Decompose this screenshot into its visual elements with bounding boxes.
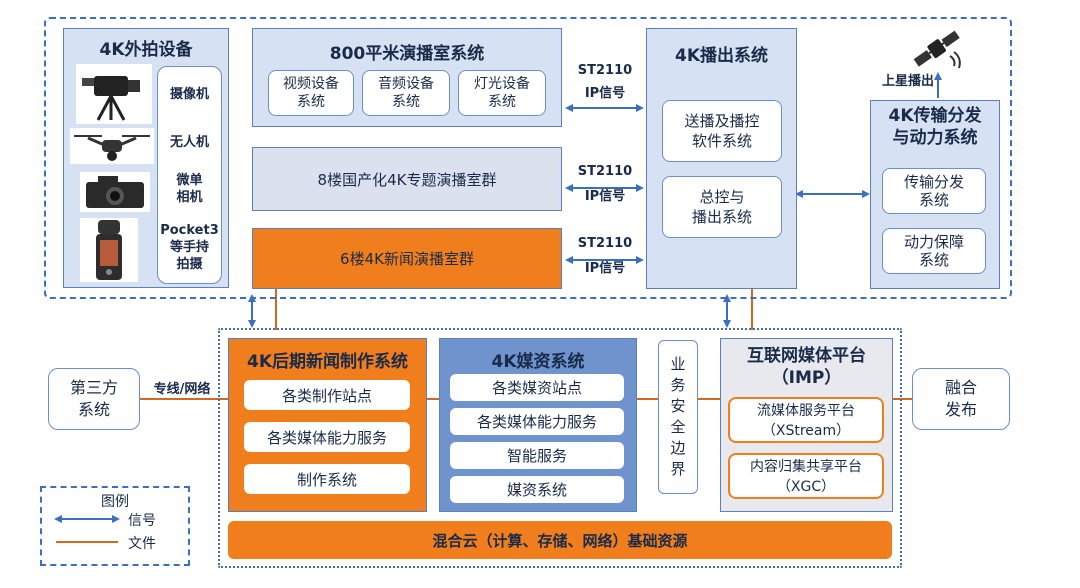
media-asset-title: 4K媒资系统 xyxy=(491,352,585,372)
post-item-production-system: 制作系统 xyxy=(244,464,410,494)
broadcast-master-control: 总控与 播出系统 xyxy=(662,176,782,238)
legend-box xyxy=(40,486,190,566)
studio-800-audio: 音频设备 系统 xyxy=(362,70,450,116)
signal-label-8f: ST2110 IP信号 xyxy=(577,164,633,204)
studio-6f-title: 6楼4K新闻演播室群 xyxy=(340,250,474,268)
post-item-capabilities: 各类媒体能力服务 xyxy=(244,422,410,452)
device-label-video-camera: 摄像机 xyxy=(169,87,209,102)
device-label-mirrorless: 微单 相机 xyxy=(176,173,203,205)
imp-xgc: 内容归集共享平台 （XGC） xyxy=(728,453,884,499)
broadcast-playout-software: 送播及播控 软件系统 xyxy=(662,100,782,162)
capture-title: 4K外拍设备 xyxy=(99,40,193,60)
converged-publish: 融合 发布 xyxy=(912,368,1010,430)
transmission-title: 4K传输分发 与动力系统 xyxy=(888,106,982,148)
transmission-power: 动力保障 系统 xyxy=(882,228,986,274)
device-label-handheld: Pocket3 等手持 拍摄 xyxy=(160,223,219,272)
transmission-distribution: 传输分发 系统 xyxy=(882,168,986,214)
signal-label-800: ST2110 IP信号 xyxy=(577,63,633,101)
studio-6f-panel: 6楼4K新闻演播室群 xyxy=(252,228,562,289)
imp-title: 互联网媒体平台 （IMP） xyxy=(747,346,866,388)
signal-label-6f: ST2110 IP信号 xyxy=(577,236,633,276)
satellite-label: 上星播出 xyxy=(881,74,934,89)
legend-file-label: 文件 xyxy=(128,536,156,552)
post-item-stations: 各类制作站点 xyxy=(244,380,410,410)
studio-8f-title: 8楼国产化4K专题演播室群 xyxy=(317,170,497,189)
third-party-system: 第三方 系统 xyxy=(48,368,140,430)
video-camera-icon xyxy=(76,64,152,124)
studio-800-title: 800平米演播室系统 xyxy=(329,44,485,64)
media-item-ai-service: 智能服务 xyxy=(450,442,624,469)
post-production-title: 4K后期新闻制作系统 xyxy=(246,352,408,372)
studio-800-lighting: 灯光设备 系统 xyxy=(458,70,546,116)
device-label-column xyxy=(157,66,222,284)
device-label-drone: 无人机 xyxy=(169,135,209,150)
drone-icon xyxy=(70,128,154,164)
broadcast-title: 4K播出系统 xyxy=(674,46,768,66)
mirrorless-camera-icon xyxy=(80,172,150,212)
satellite-icon xyxy=(910,28,964,70)
imp-xstream: 流媒体服务平台 （XStream） xyxy=(728,397,884,443)
studio-8f-panel: 8楼国产化4K专题演播室群 xyxy=(252,147,562,211)
security-boundary: 业 务 安 全 边 界 xyxy=(658,340,698,494)
bottom-region xyxy=(218,328,902,568)
legend-title: 图例 xyxy=(101,494,129,510)
media-item-stations: 各类媒资站点 xyxy=(450,374,624,401)
studio-800-video: 视频设备 系统 xyxy=(268,70,354,116)
third-party-link-label: 专线/网络 xyxy=(153,382,211,397)
handheld-gimbal-icon xyxy=(80,218,138,282)
media-item-asset-system: 媒资系统 xyxy=(450,476,624,503)
top-region xyxy=(44,17,1012,299)
media-item-capabilities: 各类媒体能力服务 xyxy=(450,408,624,435)
legend-signal-label: 信号 xyxy=(128,513,156,529)
hybrid-cloud-bar: 混合云（计算、存储、网络）基础资源 xyxy=(228,521,892,559)
